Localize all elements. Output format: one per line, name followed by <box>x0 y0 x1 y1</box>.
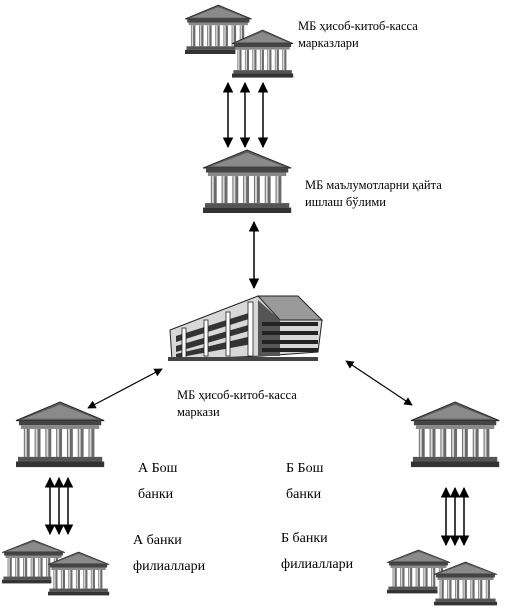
processing-label: МБ маълумотларни қайта ишлаш бўлими <box>305 177 442 211</box>
bank-b-head-label-line2: банки <box>286 487 322 502</box>
bank-b-branches-label-line1: Б банки <box>281 531 328 546</box>
central-bank-building-icon <box>168 295 324 361</box>
bank-b-branches-label-line2: филиаллари <box>281 557 354 572</box>
bank-a-head-label: А Бош банки <box>138 456 177 508</box>
settlement-center-label-line1: МБ ҳисоб-китоб-касса <box>177 388 297 402</box>
bank-b-head-label-line1: Б Бош <box>286 461 324 476</box>
cash-centers-label-line1: МБ ҳисоб-китоб-касса <box>298 19 418 33</box>
processing-label-line1: МБ маълумотларни қайта <box>305 178 442 192</box>
triple-arrow-top <box>222 81 269 149</box>
cash-centers-label-line2: марказлари <box>298 36 359 50</box>
settlement-center-label: МБ ҳисоб-китоб-касса маркази <box>177 387 297 421</box>
bank-a-branches-label-line1: А банки <box>133 533 182 548</box>
bank-b-branches-label: Б банки филиаллари <box>281 526 353 578</box>
bank-a-branches-label: А банки филиаллари <box>133 528 205 580</box>
bank-building-icon <box>202 149 292 214</box>
bank-b-head-label: Б Бош банки <box>286 456 323 508</box>
arrow-center-bank-b <box>345 360 413 406</box>
processing-label-line2: ишлаш бўлими <box>305 195 386 209</box>
bank-building-icon <box>15 401 105 468</box>
arrow-center-bank-a <box>87 368 163 409</box>
bank-building-icon <box>410 401 500 468</box>
settlement-center-label-line2: маркази <box>177 405 220 419</box>
bank-a-head-label-line1: А Бош <box>138 461 178 476</box>
triple-arrow-bank-b <box>440 486 470 547</box>
bank-a-branches-label-line2: филиаллари <box>133 559 206 574</box>
bank-a-head-label-line2: банки <box>138 487 174 502</box>
cash-centers-label: МБ ҳисоб-китоб-касса марказлари <box>298 18 418 52</box>
triple-arrow-bank-a <box>44 476 74 536</box>
